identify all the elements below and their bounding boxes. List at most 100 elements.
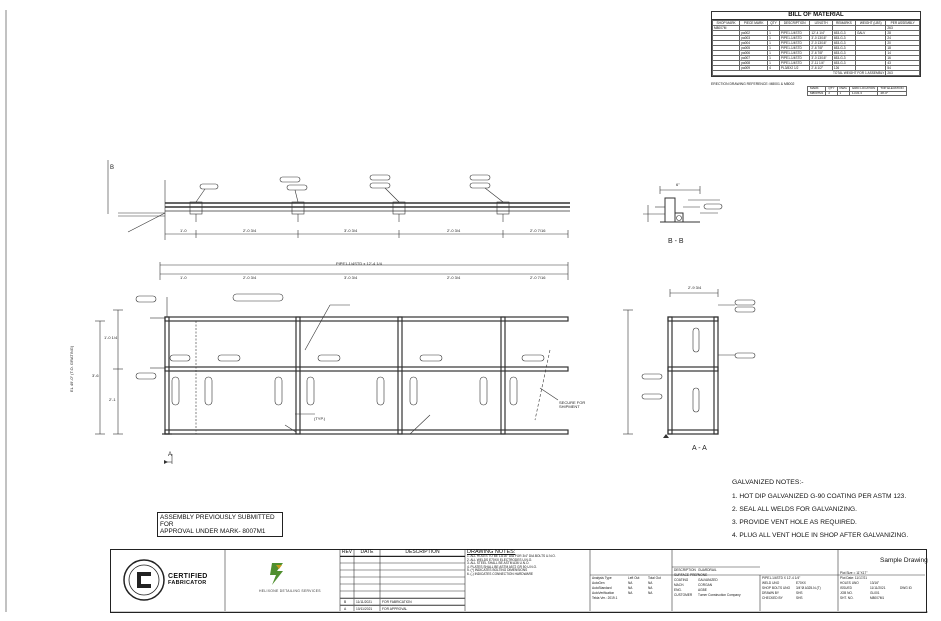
drawing-note: 4. PLATES SHALL BE ASTM A572 GR 50 U.N.O…	[467, 564, 537, 569]
section-arrow-b	[164, 460, 168, 464]
info-cell: ENG.	[674, 588, 682, 593]
info-cell: Plot Size = 11"X17"	[840, 571, 868, 575]
section-aa-label: A - A	[692, 445, 707, 452]
info-cell: NA	[648, 591, 653, 596]
info-cell: GL001	[870, 591, 880, 596]
drawing-note: 1. ALL HOLES TO BE 13/16" DIA FOR 3/4" D…	[467, 554, 556, 558]
info-cell: DESCRIPTION	[674, 568, 696, 572]
info-cell: Plot Date: 11/17/21	[840, 576, 868, 581]
aisc-seal-logo	[123, 559, 165, 601]
info-cell: 13/16"	[870, 581, 880, 586]
elevation-a-label: A	[168, 452, 173, 458]
rev-date: 10/11/2021	[356, 607, 373, 611]
galvanized-notes: GALVANIZED NOTES:- 1. HOT DIP GALVANIZED…	[732, 476, 908, 542]
secure-shipment-note: SECURE FOR SHIPMENT	[559, 400, 586, 409]
rev-desc: FOR FABRICATION	[382, 600, 412, 604]
dim-bb: 6"	[676, 182, 680, 187]
bom-total-value: 263	[885, 70, 920, 76]
cert-line-2: FABRICATOR	[168, 580, 207, 586]
info-cell: Tekla Ver.: 2019.1	[592, 596, 618, 601]
info-cell: AGBE	[698, 588, 707, 593]
info-cell: SHT. NO.	[840, 596, 854, 601]
typ-note: (TYP.)	[314, 416, 326, 421]
prev-line-1: ASSEMBLY PREVIOUSLY SUBMITTED FOR	[160, 514, 275, 528]
erection-cell: 49'-0"	[877, 90, 907, 97]
info-cell: 3/4"Ø A325-N-(T)	[796, 586, 821, 591]
info-cell	[648, 596, 668, 601]
info-cell: MACH.	[674, 583, 685, 588]
drawing-note: 6. (-) INDICATES CONNECTION HARDWARE	[467, 571, 534, 576]
dim-left-3: 3'-6	[92, 373, 99, 378]
cert-line-1: CERTIFIED	[168, 573, 208, 580]
certified-fabricator-text: CERTIFIED FABRICATOR	[168, 573, 208, 587]
info-cell: CORGAN	[698, 583, 712, 588]
info-row: SHT. NO. M8007M1	[840, 596, 920, 601]
info-cell: NA	[648, 586, 653, 591]
info-cell: SURFACE PREP	[674, 573, 699, 578]
drawing-notes: DRAWING NOTES: 1. ALL HOLES TO BE 13/16"…	[467, 549, 556, 577]
info-cell: HOLES UNO	[840, 581, 859, 586]
info-cell: DRAWN BY	[762, 591, 780, 596]
dim-left-1: 1'-0 1/4	[104, 335, 118, 340]
rev-col-desc: DESCRIPTION	[405, 549, 440, 555]
erection-cell: M8007M1	[806, 90, 827, 97]
rev-code: B	[344, 600, 347, 604]
info-row: HOLES UNO 13/16"	[840, 581, 920, 586]
info-row: Plot Date: 11/17/21	[840, 576, 920, 581]
pipe-callout: PIPE1-1/4STD x 12'-4 1/4	[336, 261, 382, 266]
company-name: HELIXONE DETAILING SERVICES	[259, 589, 321, 593]
rev-col-rev: REV	[341, 549, 353, 555]
erection-cell: 1	[836, 90, 850, 97]
dim-top-1: 1'-0	[180, 275, 187, 280]
info-cell: NONE	[698, 573, 708, 578]
info-cell: E70XX	[796, 581, 806, 586]
bom-header-cell: PER ASSEMBLY	[885, 20, 920, 26]
info-cell: CUSTOMER	[674, 593, 693, 598]
info-row: ENG. AGBE	[674, 588, 760, 593]
galv-note-1: 1. HOT DIP GALVANIZED G-90 COATING PER A…	[732, 493, 907, 500]
rev-date: 11/11/2021	[356, 600, 373, 604]
info-cell: DWG ID	[900, 586, 912, 591]
dim-left-2: 2'-1	[109, 397, 116, 402]
info-row: JOB NO. GL001	[840, 591, 920, 596]
info-cell: M8007M1	[870, 596, 885, 601]
section-arrow-a	[663, 434, 669, 438]
info-cell: COATING	[674, 578, 689, 583]
title-block	[110, 549, 927, 613]
drawing-note: 5. (*) INDICATES BOLTING DIMENSIONS	[467, 568, 528, 573]
info-cell: JOB NO.	[840, 591, 853, 596]
info-cell: AutoGen	[592, 581, 605, 586]
rev-col-date: DATE	[360, 549, 374, 555]
revision-row: B 11/11/2021 FOR FABRICATION	[340, 598, 465, 605]
info-cell: NA	[648, 581, 653, 586]
rev-code: A	[344, 607, 347, 611]
info-cell: NA	[628, 591, 633, 596]
top-rail-elevation	[107, 160, 570, 240]
galvanized-notes-title: GALVANIZED NOTES:-	[732, 479, 804, 486]
section-aa-view	[623, 289, 756, 435]
galv-note-4: 4. PLUG ALL VENT HOLE IN SHOP AFTER GALV…	[732, 532, 909, 539]
info-row: Tekla Ver.: 2019.1	[592, 596, 668, 601]
info-cell: Left Out	[628, 576, 640, 580]
info-cell: Analysis Type	[592, 576, 612, 580]
dim-rail-1: 1'-0	[180, 228, 187, 233]
